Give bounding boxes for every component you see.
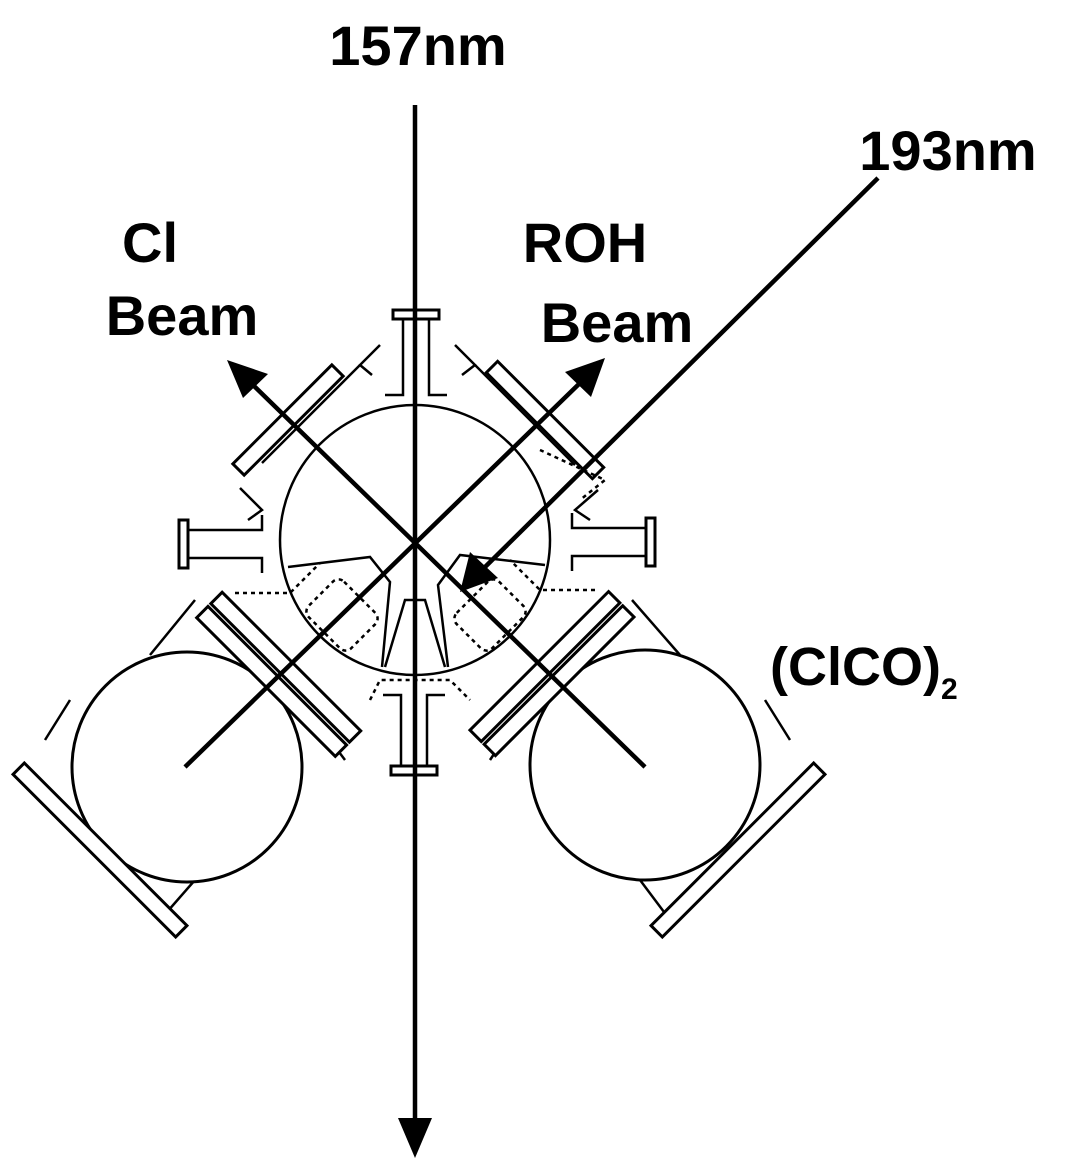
right-source-wall-c (763, 699, 792, 741)
roh-beam-line (183, 381, 582, 769)
left-skimmer (287, 555, 392, 668)
bottom-dotted-line (368, 678, 471, 701)
left-source-end-flange (10, 760, 190, 940)
cl-beam-arrowhead (227, 360, 268, 398)
upper-right-neck-b (572, 489, 599, 522)
label-193nm: 193nm (859, 119, 1036, 182)
label-cl-beam-line2: Beam (106, 284, 259, 347)
right-skimmer (436, 553, 546, 668)
upper-left-tube (261, 364, 361, 464)
label-157nm: 157nm (329, 14, 506, 77)
upper-right-tube (474, 364, 576, 466)
right-source-wall-a (631, 599, 681, 656)
right-port-top (570, 513, 646, 530)
left-port-flange (177, 518, 190, 570)
right-port-bottom (570, 554, 646, 571)
label-cl-beam-line1: Cl (122, 211, 178, 274)
left-port-bottom (188, 556, 264, 573)
left-port-top (188, 515, 264, 532)
laser-193-beam (480, 176, 880, 572)
upper-left-neck-a (358, 344, 381, 376)
laser-157-arrowhead (398, 1118, 432, 1158)
labels: 157nm 193nm Cl Beam ROH Beam (ClCO)2 (106, 14, 1037, 706)
laser-193-arrowhead (460, 552, 498, 592)
right-dotted-box (453, 578, 527, 652)
right-port-flange (644, 516, 657, 568)
cl-beam-line (251, 383, 647, 769)
left-source-wall-c (43, 699, 72, 741)
top-port-left (385, 319, 405, 397)
left-dotted-line (235, 562, 321, 595)
label-precursor-main: (ClCO) (770, 637, 941, 697)
upper-left-neck-b (239, 487, 264, 522)
right-dotted-line (509, 559, 595, 592)
right-source-end-flange (648, 760, 828, 940)
beams (183, 105, 880, 1158)
left-source-wall-a (149, 599, 196, 656)
left-dotted-box (305, 578, 379, 652)
label-roh-beam-line1: ROH (523, 211, 647, 274)
roh-beam-arrowhead (565, 358, 605, 397)
bottom-port-left (383, 693, 403, 766)
label-precursor-subscript: 2 (941, 673, 958, 706)
bottom-port-right (425, 693, 445, 766)
label-precursor: (ClCO)2 (770, 637, 958, 706)
top-port-right (427, 319, 447, 397)
upper-right-neck-a (454, 344, 477, 376)
label-roh-beam-line2: Beam (541, 291, 694, 354)
dotted-internals (235, 448, 608, 701)
